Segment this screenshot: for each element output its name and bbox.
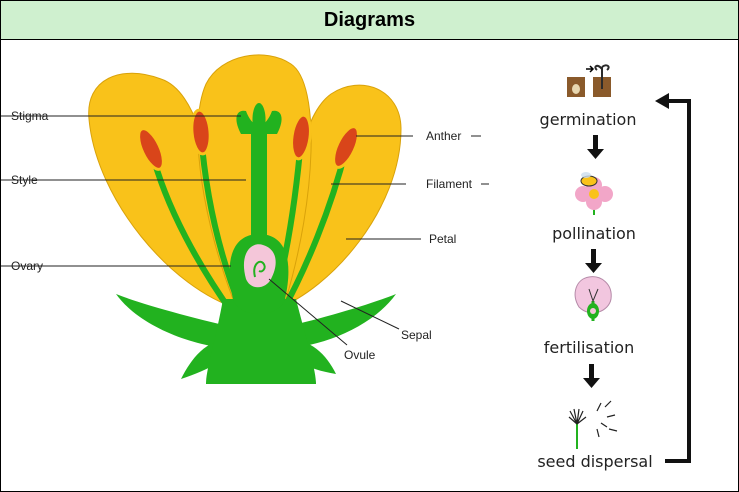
label-anther: Anther bbox=[426, 129, 461, 143]
seed-dispersal-icon bbox=[569, 401, 617, 449]
style bbox=[251, 129, 267, 239]
arrow-down-icon bbox=[585, 249, 602, 273]
arrow-down-icon bbox=[587, 135, 604, 159]
label-stigma: Stigma bbox=[11, 109, 49, 123]
label-petal: Petal bbox=[429, 232, 456, 246]
flower-diagram: Stigma Style Ovary Anther Filament Petal… bbox=[1, 55, 489, 384]
label-style: Style bbox=[11, 173, 38, 187]
step-pollination: pollination bbox=[552, 224, 636, 243]
label-sepal: Sepal bbox=[401, 328, 432, 342]
panel-title: Diagrams bbox=[1, 1, 738, 40]
cycle-return-arrow bbox=[655, 93, 689, 461]
pollination-icon bbox=[575, 172, 613, 215]
germination-icon bbox=[567, 65, 611, 97]
life-cycle: germination pollination bbox=[537, 65, 689, 471]
label-ovule: Ovule bbox=[344, 348, 376, 362]
step-seed-dispersal: seed dispersal bbox=[537, 452, 652, 471]
diagram-canvas: Stigma Style Ovary Anther Filament Petal… bbox=[1, 39, 738, 491]
step-fertilisation: fertilisation bbox=[544, 338, 634, 357]
label-ovary: Ovary bbox=[11, 259, 43, 273]
arrow-down-icon bbox=[583, 364, 600, 388]
label-filament: Filament bbox=[426, 177, 473, 191]
fertilisation-icon bbox=[575, 277, 611, 321]
step-germination: germination bbox=[540, 110, 637, 129]
